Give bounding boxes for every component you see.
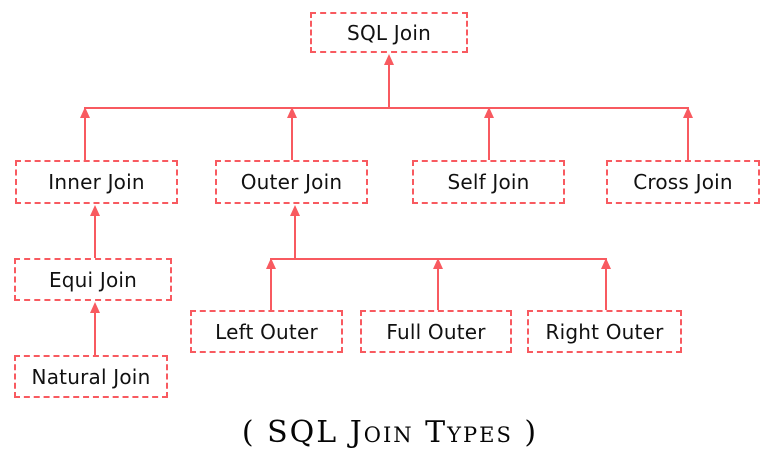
arrowhead-to-root <box>384 54 394 65</box>
arrowhead-inner-join <box>80 107 90 118</box>
connector-right-outer-to-bus <box>605 258 607 310</box>
arrowhead-equi-to-inner <box>90 205 100 216</box>
node-label: Cross Join <box>633 170 733 194</box>
connector-bus-to-root <box>388 64 390 108</box>
node-inner-join[interactable]: Inner Join <box>15 160 178 204</box>
arrowhead-right-outer <box>601 258 611 269</box>
arrowhead-cross-join <box>683 107 693 118</box>
node-cross-join[interactable]: Cross Join <box>606 160 760 204</box>
node-label: Natural Join <box>31 364 151 389</box>
node-label: Left Outer <box>215 319 318 344</box>
diagram-caption: ( SQL Join Types ) <box>241 415 539 450</box>
node-label: Right Outer <box>545 319 664 344</box>
node-label: Outer Join <box>240 170 343 194</box>
node-label: Equi Join <box>48 267 138 292</box>
arrowhead-outer-join <box>287 107 297 118</box>
node-outer-join[interactable]: Outer Join <box>215 160 368 204</box>
node-label: Full Outer <box>386 319 486 344</box>
connector-full-outer-to-bus <box>437 258 439 310</box>
arrowhead-left-outer <box>266 258 276 269</box>
arrowhead-full-outer <box>433 258 443 269</box>
node-full-outer[interactable]: Full Outer <box>360 310 512 353</box>
node-right-outer[interactable]: Right Outer <box>527 310 682 353</box>
node-self-join[interactable]: Self Join <box>412 160 565 204</box>
connector-cross-to-bus <box>687 107 689 160</box>
connector-left-outer-to-bus <box>270 258 272 310</box>
node-equi-join[interactable]: Equi Join <box>14 258 172 301</box>
node-label: Self Join <box>447 170 530 194</box>
node-left-outer[interactable]: Left Outer <box>190 310 343 353</box>
connector-self-to-bus <box>488 107 490 160</box>
connector-equi-to-inner <box>94 215 96 258</box>
connector-inner-to-bus <box>84 107 86 160</box>
node-label: Inner Join <box>48 170 145 194</box>
arrowhead-self-join <box>484 107 494 118</box>
connector-outer-to-bus <box>291 107 293 160</box>
arrowhead-subbus-to-outer <box>290 205 300 216</box>
connector-natural-to-equi <box>94 312 96 355</box>
connector-bus-level2 <box>85 107 689 109</box>
node-sql-join[interactable]: SQL Join <box>310 12 468 53</box>
node-natural-join[interactable]: Natural Join <box>14 355 168 398</box>
arrowhead-natural-to-equi <box>90 302 100 313</box>
connector-subbus-to-outer <box>294 215 296 259</box>
node-label: SQL Join <box>347 20 431 45</box>
